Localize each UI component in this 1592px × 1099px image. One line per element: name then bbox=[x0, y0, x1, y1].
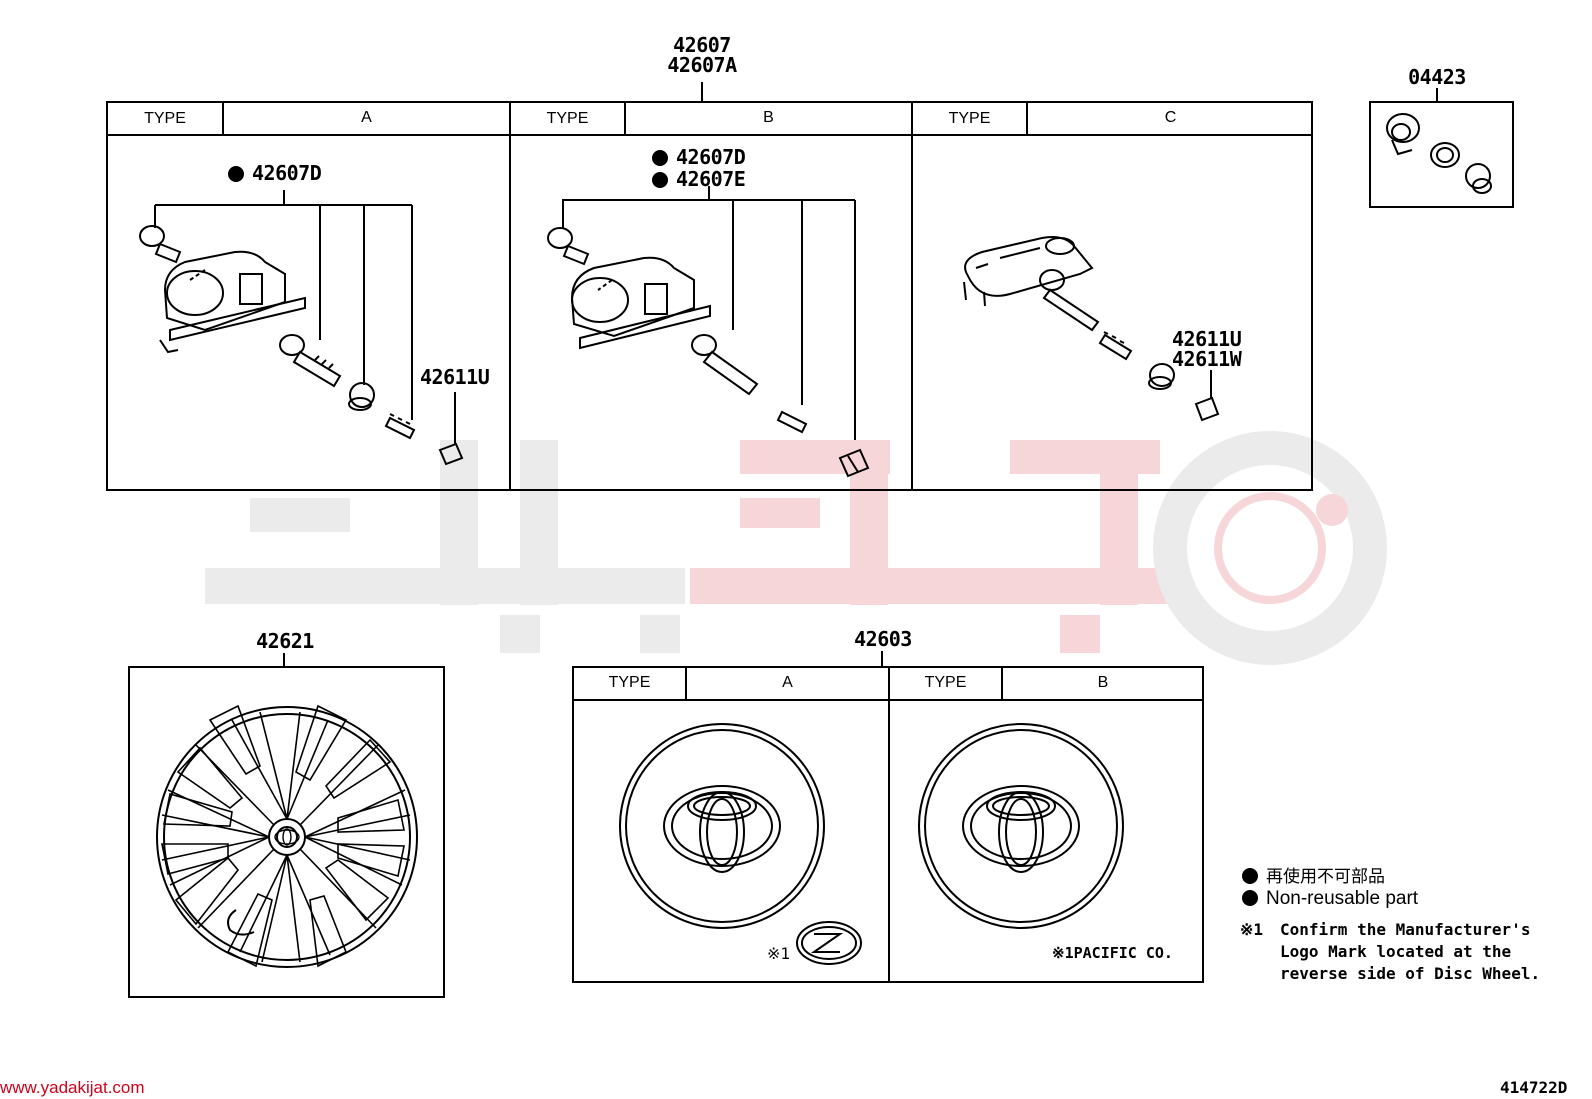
type-value-a: A bbox=[361, 109, 372, 126]
part-42607d-a[interactable]: 42607D bbox=[228, 161, 322, 185]
tpms-group-frame bbox=[106, 101, 1313, 491]
website-link[interactable]: www.yadakijat.com bbox=[0, 1078, 145, 1097]
ornament-panel-divider bbox=[888, 666, 890, 983]
valve-kit-part-number[interactable]: 04423 bbox=[1408, 65, 1466, 89]
note-line-2: Logo Mark located at the bbox=[1280, 942, 1512, 961]
ornament-type-label-a: TYPE bbox=[608, 674, 651, 691]
note-line-3: reverse side of Disc Wheel. bbox=[1280, 964, 1541, 983]
valve-kit-drawing bbox=[1386, 113, 1492, 194]
wheel-cap-part-number[interactable]: 42621 bbox=[256, 629, 314, 653]
part-42607d-b[interactable]: 42607D bbox=[652, 145, 746, 169]
diagram-id: 414722D bbox=[1500, 1078, 1568, 1097]
part-label: 42607E bbox=[676, 167, 746, 191]
type-label-a: TYPE bbox=[144, 110, 186, 127]
tpms-header-divider bbox=[106, 134, 1313, 136]
tpms-sensor-type-c-drawing bbox=[963, 236, 1220, 422]
part-42611w-c[interactable]: 42611W bbox=[1172, 347, 1242, 371]
ornament-type-b-drawing bbox=[918, 723, 1124, 929]
wheel-cap-drawing bbox=[156, 704, 418, 968]
ornament-type-a-drawing bbox=[619, 723, 862, 965]
part-label: 42607D bbox=[252, 161, 322, 185]
ornament-a-note: ※1 bbox=[767, 944, 791, 963]
header-sep-c bbox=[1026, 101, 1028, 135]
type-value-b: B bbox=[763, 109, 774, 126]
ornament-part-number[interactable]: 42603 bbox=[854, 627, 912, 651]
non-reusable-dot-icon bbox=[652, 150, 668, 166]
type-label-b: TYPE bbox=[546, 110, 589, 127]
part-label: 42607D bbox=[676, 145, 746, 169]
panel-divider-ab bbox=[509, 101, 511, 491]
legend-japanese: 再使用不可部品 bbox=[1242, 862, 1385, 887]
note-line-1: Confirm the Manufacturer's bbox=[1280, 920, 1531, 939]
tpms-part-number[interactable]: 42607 bbox=[673, 33, 731, 57]
legend-en-text: Non-reusable part bbox=[1266, 888, 1419, 909]
ornament-header-sep-b bbox=[1001, 666, 1003, 700]
ornament-b-note: ※1PACIFIC CO. bbox=[1052, 944, 1173, 962]
ornament-type-label-b: TYPE bbox=[924, 674, 967, 691]
tpms-sensor-type-b-drawing bbox=[547, 186, 870, 478]
note-mark: ※1 bbox=[1240, 920, 1264, 939]
non-reusable-dot-icon bbox=[1242, 868, 1258, 884]
ornament-type-value-b: B bbox=[1097, 674, 1109, 691]
non-reusable-dot-icon bbox=[652, 172, 668, 188]
part-42611u-c[interactable]: 42611U bbox=[1172, 327, 1242, 351]
ornament-header-sep-a bbox=[685, 666, 687, 700]
legend-jp-text: 再使用不可部品 bbox=[1266, 867, 1385, 886]
ornament-type-value-a: A bbox=[782, 674, 793, 691]
header-sep-b bbox=[624, 101, 626, 135]
legend-english: Non-reusable part bbox=[1242, 888, 1418, 910]
non-reusable-dot-icon bbox=[1242, 890, 1258, 906]
part-42607e-b[interactable]: 42607E bbox=[652, 167, 746, 191]
type-value-c: C bbox=[1164, 109, 1177, 126]
header-sep-a bbox=[222, 101, 224, 135]
valve-kit-frame bbox=[1369, 101, 1514, 208]
part-42611u-a[interactable]: 42611U bbox=[420, 365, 490, 389]
tpms-sensor-type-a-drawing bbox=[139, 190, 464, 466]
panel-divider-bc bbox=[911, 101, 913, 491]
non-reusable-dot-icon bbox=[228, 166, 244, 182]
wheel-cap-frame bbox=[128, 666, 445, 998]
tpms-part-number-alt[interactable]: 42607A bbox=[667, 53, 737, 77]
type-label-c: TYPE bbox=[948, 110, 991, 127]
